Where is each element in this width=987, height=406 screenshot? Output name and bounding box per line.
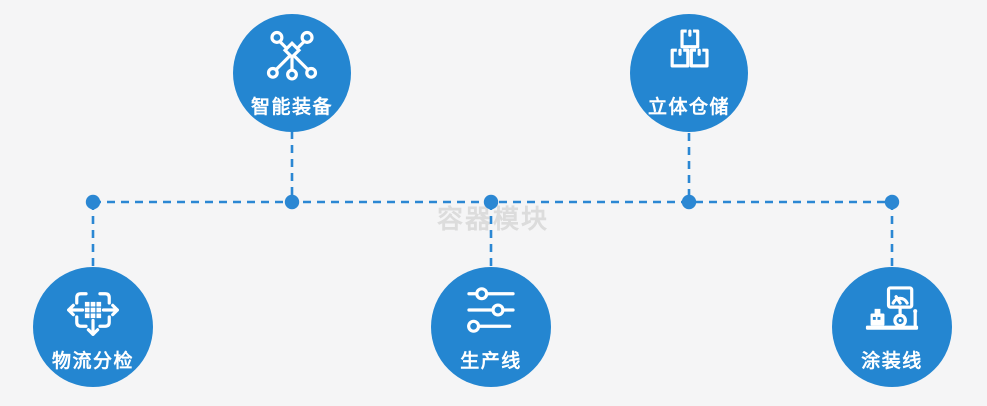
node-label: 智能装备 [250,97,333,118]
control-station-icon [865,286,919,330]
node-label: 涂装线 [861,351,923,372]
node-label: 立体仓储 [647,97,730,118]
sliders-icon [467,287,515,333]
node-production-line: 生产线 [431,267,551,387]
node-label: 生产线 [460,351,522,372]
network-nodes-icon [266,30,318,81]
node-logistics-sorting: 物流分检 [33,267,153,387]
node-smart-equipment: 智能装备 [233,14,351,132]
dispatch-arrows-icon [67,292,119,336]
stacked-boxes-icon [670,29,709,68]
node-stereo-warehouse: 立体仓储 [630,14,748,132]
node-label: 物流分检 [51,351,134,372]
node-painting-line: 涂装线 [832,267,952,387]
